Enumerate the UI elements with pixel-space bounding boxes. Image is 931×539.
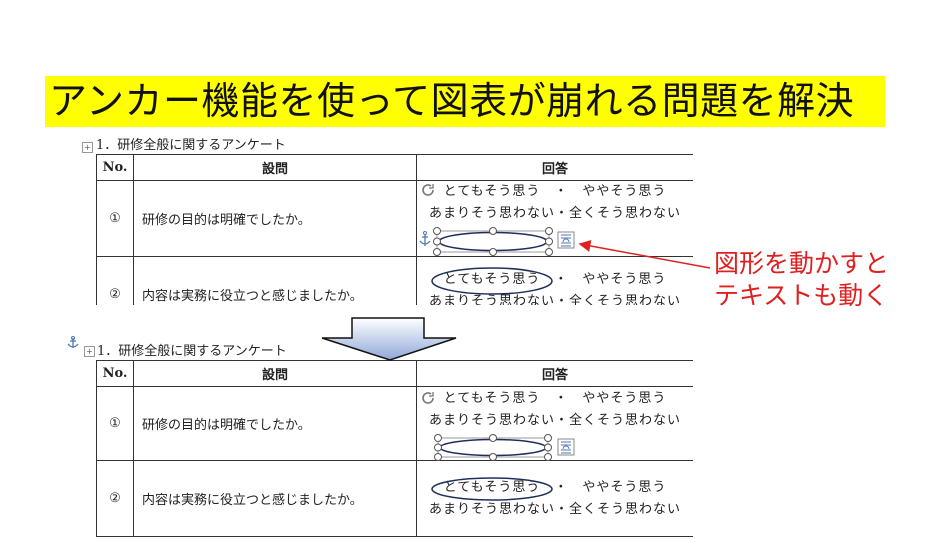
table-before-viewport: No.設問回答 ① 研修の目的は明確でしたか。 とてもそう思う ・ ややそう思う…: [96, 154, 693, 305]
table-row: ② 内容は実務に役立つと感じましたか。 とてもそう思う ・ ややそう思うあまりそ…: [96, 460, 693, 537]
selected-ellipse-shape[interactable]: [433, 227, 553, 256]
header-no: No.: [96, 360, 134, 387]
ellipse-shape[interactable]: [431, 267, 553, 295]
row-question: 内容は実務に役立つと感じましたか。: [133, 460, 417, 537]
row-no: ①: [96, 180, 134, 257]
selected-ellipse-shape[interactable]: [434, 434, 552, 461]
caption: 1．研修全般に関するアンケート: [97, 344, 287, 359]
answer-line-2: あまりそう思わない・全くそう思わない: [428, 501, 681, 517]
header-no: No.: [96, 154, 134, 181]
anchor-icon[interactable]: [419, 231, 431, 247]
row-no: ①: [96, 386, 134, 461]
answer-line-1: とてもそう思う ・ ややそう思う: [443, 272, 667, 287]
survey-table: No.設問回答 ① 研修の目的は明確でしたか。 とてもそう思う ・ ややそう思う…: [96, 360, 693, 537]
table-move-handle-icon[interactable]: +: [82, 142, 93, 153]
anchor-icon[interactable]: [66, 336, 80, 350]
table-after-viewport: No.設問回答 ① 研修の目的は明確でしたか。 とてもそう思う ・ ややそう思う…: [96, 360, 693, 539]
row-question: 研修の目的は明確でしたか。: [133, 386, 417, 461]
row-question: 内容は実務に役立つと感じましたか。: [133, 256, 417, 305]
layout-options-icon[interactable]: [557, 231, 575, 249]
ellipse-shape[interactable]: [431, 477, 553, 501]
note-line-1: 図形を動かすと: [714, 249, 890, 278]
answer-line-2: あまりそう思わない・全くそう思わない: [428, 206, 681, 221]
table-move-handle-icon[interactable]: +: [84, 346, 95, 357]
red-arrow: [578, 240, 711, 269]
header-answer: 回答: [416, 154, 693, 181]
header-question: 設問: [133, 154, 417, 181]
rotate-handle-icon[interactable]: [422, 392, 434, 404]
note-line-2: テキストも動く: [714, 281, 889, 310]
table-row: ② 内容は実務に役立つと感じましたか。 とてもそう思う ・ ややそう思うあまりそ…: [96, 256, 693, 305]
down-arrow: [321, 317, 457, 361]
survey-table: No.設問回答 ① 研修の目的は明確でしたか。 とてもそう思う ・ ややそう思う…: [96, 154, 693, 305]
rotate-handle-icon[interactable]: [422, 184, 434, 196]
answer-line-2: あまりそう思わない・全くそう思わない: [428, 413, 681, 428]
answer-line-2: あまりそう思わない・全くそう思わない: [428, 294, 681, 305]
table-row: ① 研修の目的は明確でしたか。 とてもそう思う ・ ややそう思うあまりそう思わな…: [96, 386, 693, 461]
answer-line-1: とてもそう思う ・ ややそう思う: [443, 391, 667, 406]
answer-line-1: とてもそう思う ・ ややそう思う: [443, 479, 667, 495]
layout-options-icon[interactable]: [557, 438, 575, 456]
caption: 1．研修全般に関するアンケート: [96, 138, 286, 153]
slide-title: アンカー機能を使って図表が崩れる問題を解決: [45, 76, 885, 127]
answer-line-1: とてもそう思う ・ ややそう思う: [443, 184, 667, 199]
